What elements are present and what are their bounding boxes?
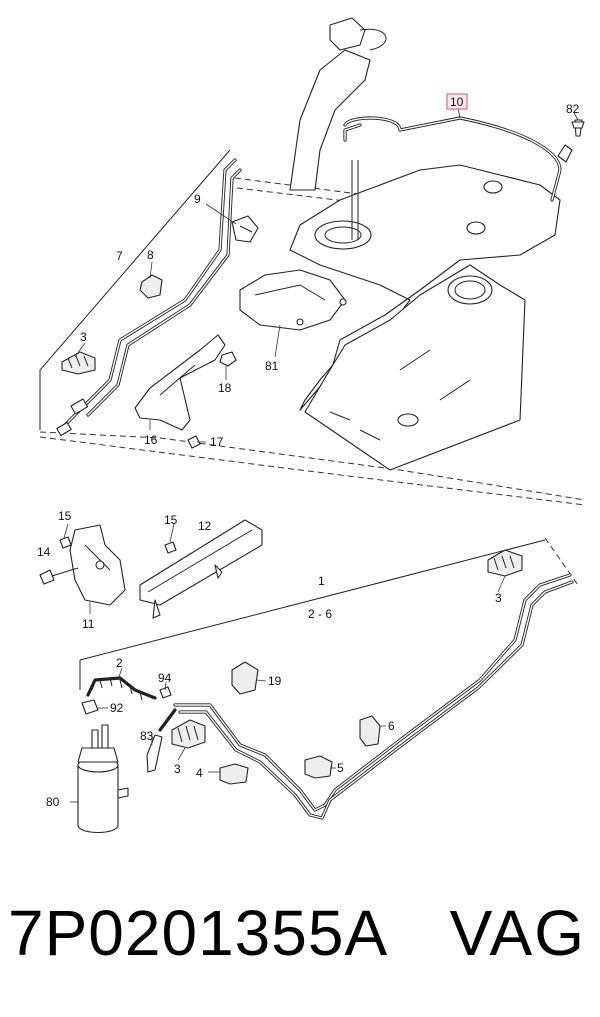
callout-15-right: 15 bbox=[164, 513, 178, 527]
bolt-14 bbox=[39, 567, 79, 585]
callout-7: 7 bbox=[116, 249, 123, 263]
fuel-filter-80 bbox=[77, 724, 129, 834]
filler-neck bbox=[289, 17, 387, 240]
brand-name: VAG bbox=[449, 897, 586, 969]
hose-2 bbox=[86, 676, 157, 701]
callout-15-left: 15 bbox=[58, 509, 72, 523]
vent-line-10 bbox=[343, 116, 583, 202]
callout-19: 19 bbox=[268, 674, 282, 688]
callout-labels: 1 2 2 - 6 3 3 3 4 5 6 7 8 9 10 11 12 14 … bbox=[37, 95, 580, 809]
clip-82 bbox=[571, 121, 585, 129]
callout-82: 82 bbox=[566, 102, 580, 116]
tank-shield-81 bbox=[239, 269, 347, 331]
bracket-11 bbox=[69, 524, 126, 606]
callout-92: 92 bbox=[110, 701, 124, 715]
fuel-lines-1 bbox=[173, 573, 574, 820]
callout-2: 2 bbox=[116, 656, 123, 670]
callout-83: 83 bbox=[140, 729, 154, 743]
fuel-lines-7 bbox=[56, 158, 242, 437]
callout-3-right: 3 bbox=[495, 591, 502, 605]
callout-3-upper: 3 bbox=[80, 330, 87, 344]
nut-18 bbox=[219, 351, 237, 367]
callout-3-lower: 3 bbox=[174, 762, 181, 776]
callout-16: 16 bbox=[144, 433, 158, 447]
clamp-9 bbox=[231, 215, 259, 243]
part-code-row: 7P0201355A VAG bbox=[0, 888, 600, 988]
callout-2-6: 2 - 6 bbox=[308, 607, 332, 621]
callout-8: 8 bbox=[147, 248, 154, 262]
callout-17: 17 bbox=[210, 435, 224, 449]
fuel-pipe-83 bbox=[146, 708, 177, 773]
holder-3-upper bbox=[61, 351, 96, 375]
callout-4: 4 bbox=[196, 766, 203, 780]
callout-9: 9 bbox=[194, 192, 201, 206]
fuel-system-exploded-diagram: 1 2 2 - 6 3 3 3 4 5 6 7 8 9 10 11 12 14 … bbox=[37, 17, 586, 834]
callout-80: 80 bbox=[46, 795, 60, 809]
callout-11: 11 bbox=[82, 617, 95, 631]
part-number: 7P0201355A bbox=[8, 897, 389, 969]
clip-6 bbox=[359, 715, 381, 747]
holder-19 bbox=[231, 661, 259, 695]
callout-12: 12 bbox=[198, 519, 212, 533]
callout-10-highlight bbox=[446, 93, 468, 110]
clip-5 bbox=[304, 755, 333, 779]
callout-6: 6 bbox=[388, 719, 395, 733]
bolt-17 bbox=[187, 435, 201, 449]
callout-10: 10 bbox=[450, 95, 464, 109]
nut-15b bbox=[164, 541, 177, 554]
callout-14: 14 bbox=[37, 545, 51, 559]
holder-8 bbox=[139, 274, 163, 299]
leader-lines bbox=[63, 107, 579, 803]
clamp-92 bbox=[81, 699, 99, 715]
holder-3-lower bbox=[171, 719, 206, 749]
callout-5: 5 bbox=[337, 761, 344, 775]
shield-12 bbox=[139, 519, 263, 619]
nut-15a bbox=[59, 536, 72, 549]
callout-18: 18 bbox=[218, 381, 232, 395]
clip-4 bbox=[219, 763, 249, 785]
callout-1: 1 bbox=[318, 574, 325, 588]
callout-81: 81 bbox=[265, 359, 279, 373]
holder-3-right bbox=[487, 549, 523, 577]
heat-shield-16 bbox=[134, 334, 226, 431]
callout-94: 94 bbox=[158, 671, 172, 685]
